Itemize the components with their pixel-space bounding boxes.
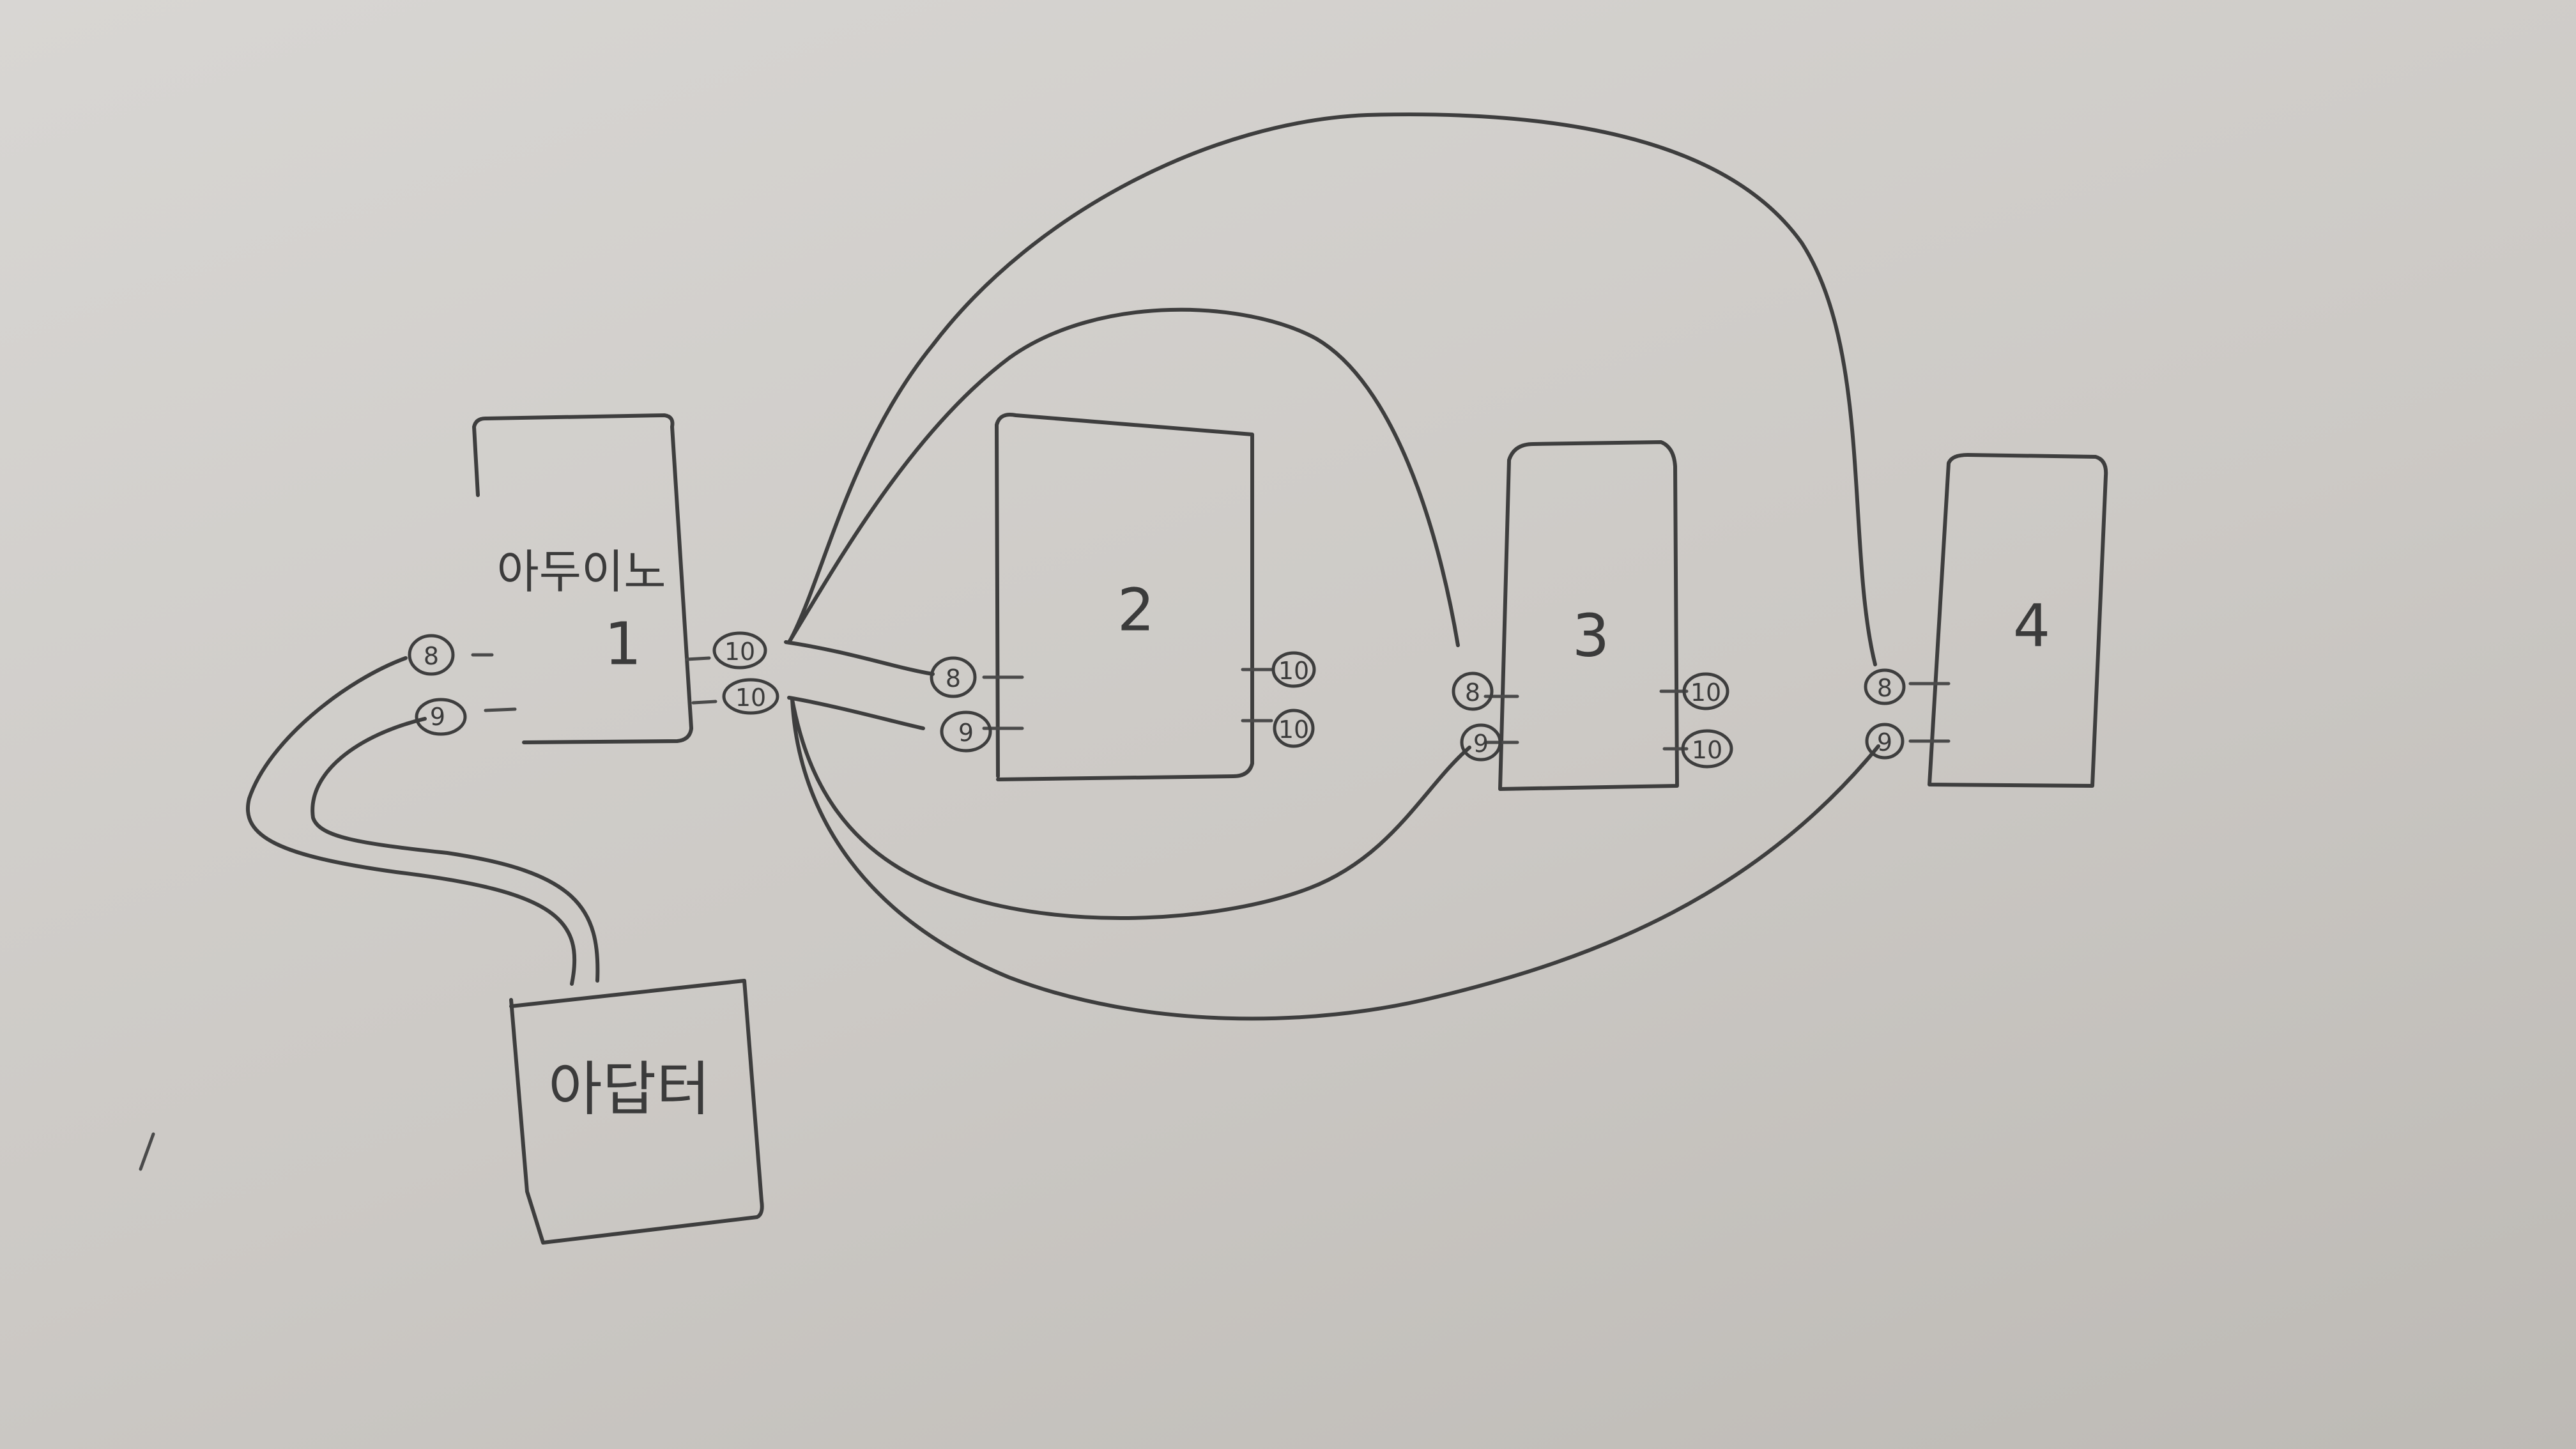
arduino-pin-8-label: 8: [424, 642, 439, 670]
wires: [139, 112, 1880, 1171]
arduino-box: [472, 413, 693, 744]
adapter-label: 아답터: [548, 1055, 710, 1124]
arduino-pin-9-label: 9: [430, 703, 445, 731]
box4-pin-8-label: 8: [1877, 674, 1892, 702]
box-3: [1498, 440, 1679, 791]
adapter-box: [509, 979, 764, 1245]
pin-ticks: [471, 653, 1951, 751]
box-4: [1928, 453, 2108, 788]
box3-pin-8-label: 8: [1465, 678, 1480, 707]
box2-pin-9-label: 9: [958, 719, 974, 747]
box2-pin-10b-label: 10: [1278, 716, 1309, 744]
arduino-pin-10a-label: 10: [724, 638, 755, 666]
pin-circles: [408, 631, 1906, 769]
box3-pin-9-label: 9: [1473, 730, 1489, 758]
box2-pin-10a-label: 10: [1278, 657, 1309, 685]
arduino-title: 아두이노: [497, 545, 666, 599]
arduino-number: 1: [604, 610, 642, 678]
box-2-label: 2: [1117, 576, 1155, 645]
box3-pin-10a-label: 10: [1690, 678, 1721, 707]
box4-pin-9-label: 9: [1877, 728, 1892, 756]
arduino-pin-10b-label: 10: [735, 684, 766, 712]
box-4-label: 4: [2013, 592, 2051, 661]
box-2: [995, 413, 1254, 781]
box3-pin-10b-label: 10: [1692, 736, 1722, 764]
box-3-label: 3: [1572, 602, 1610, 670]
box2-pin-8-label: 8: [946, 664, 961, 693]
